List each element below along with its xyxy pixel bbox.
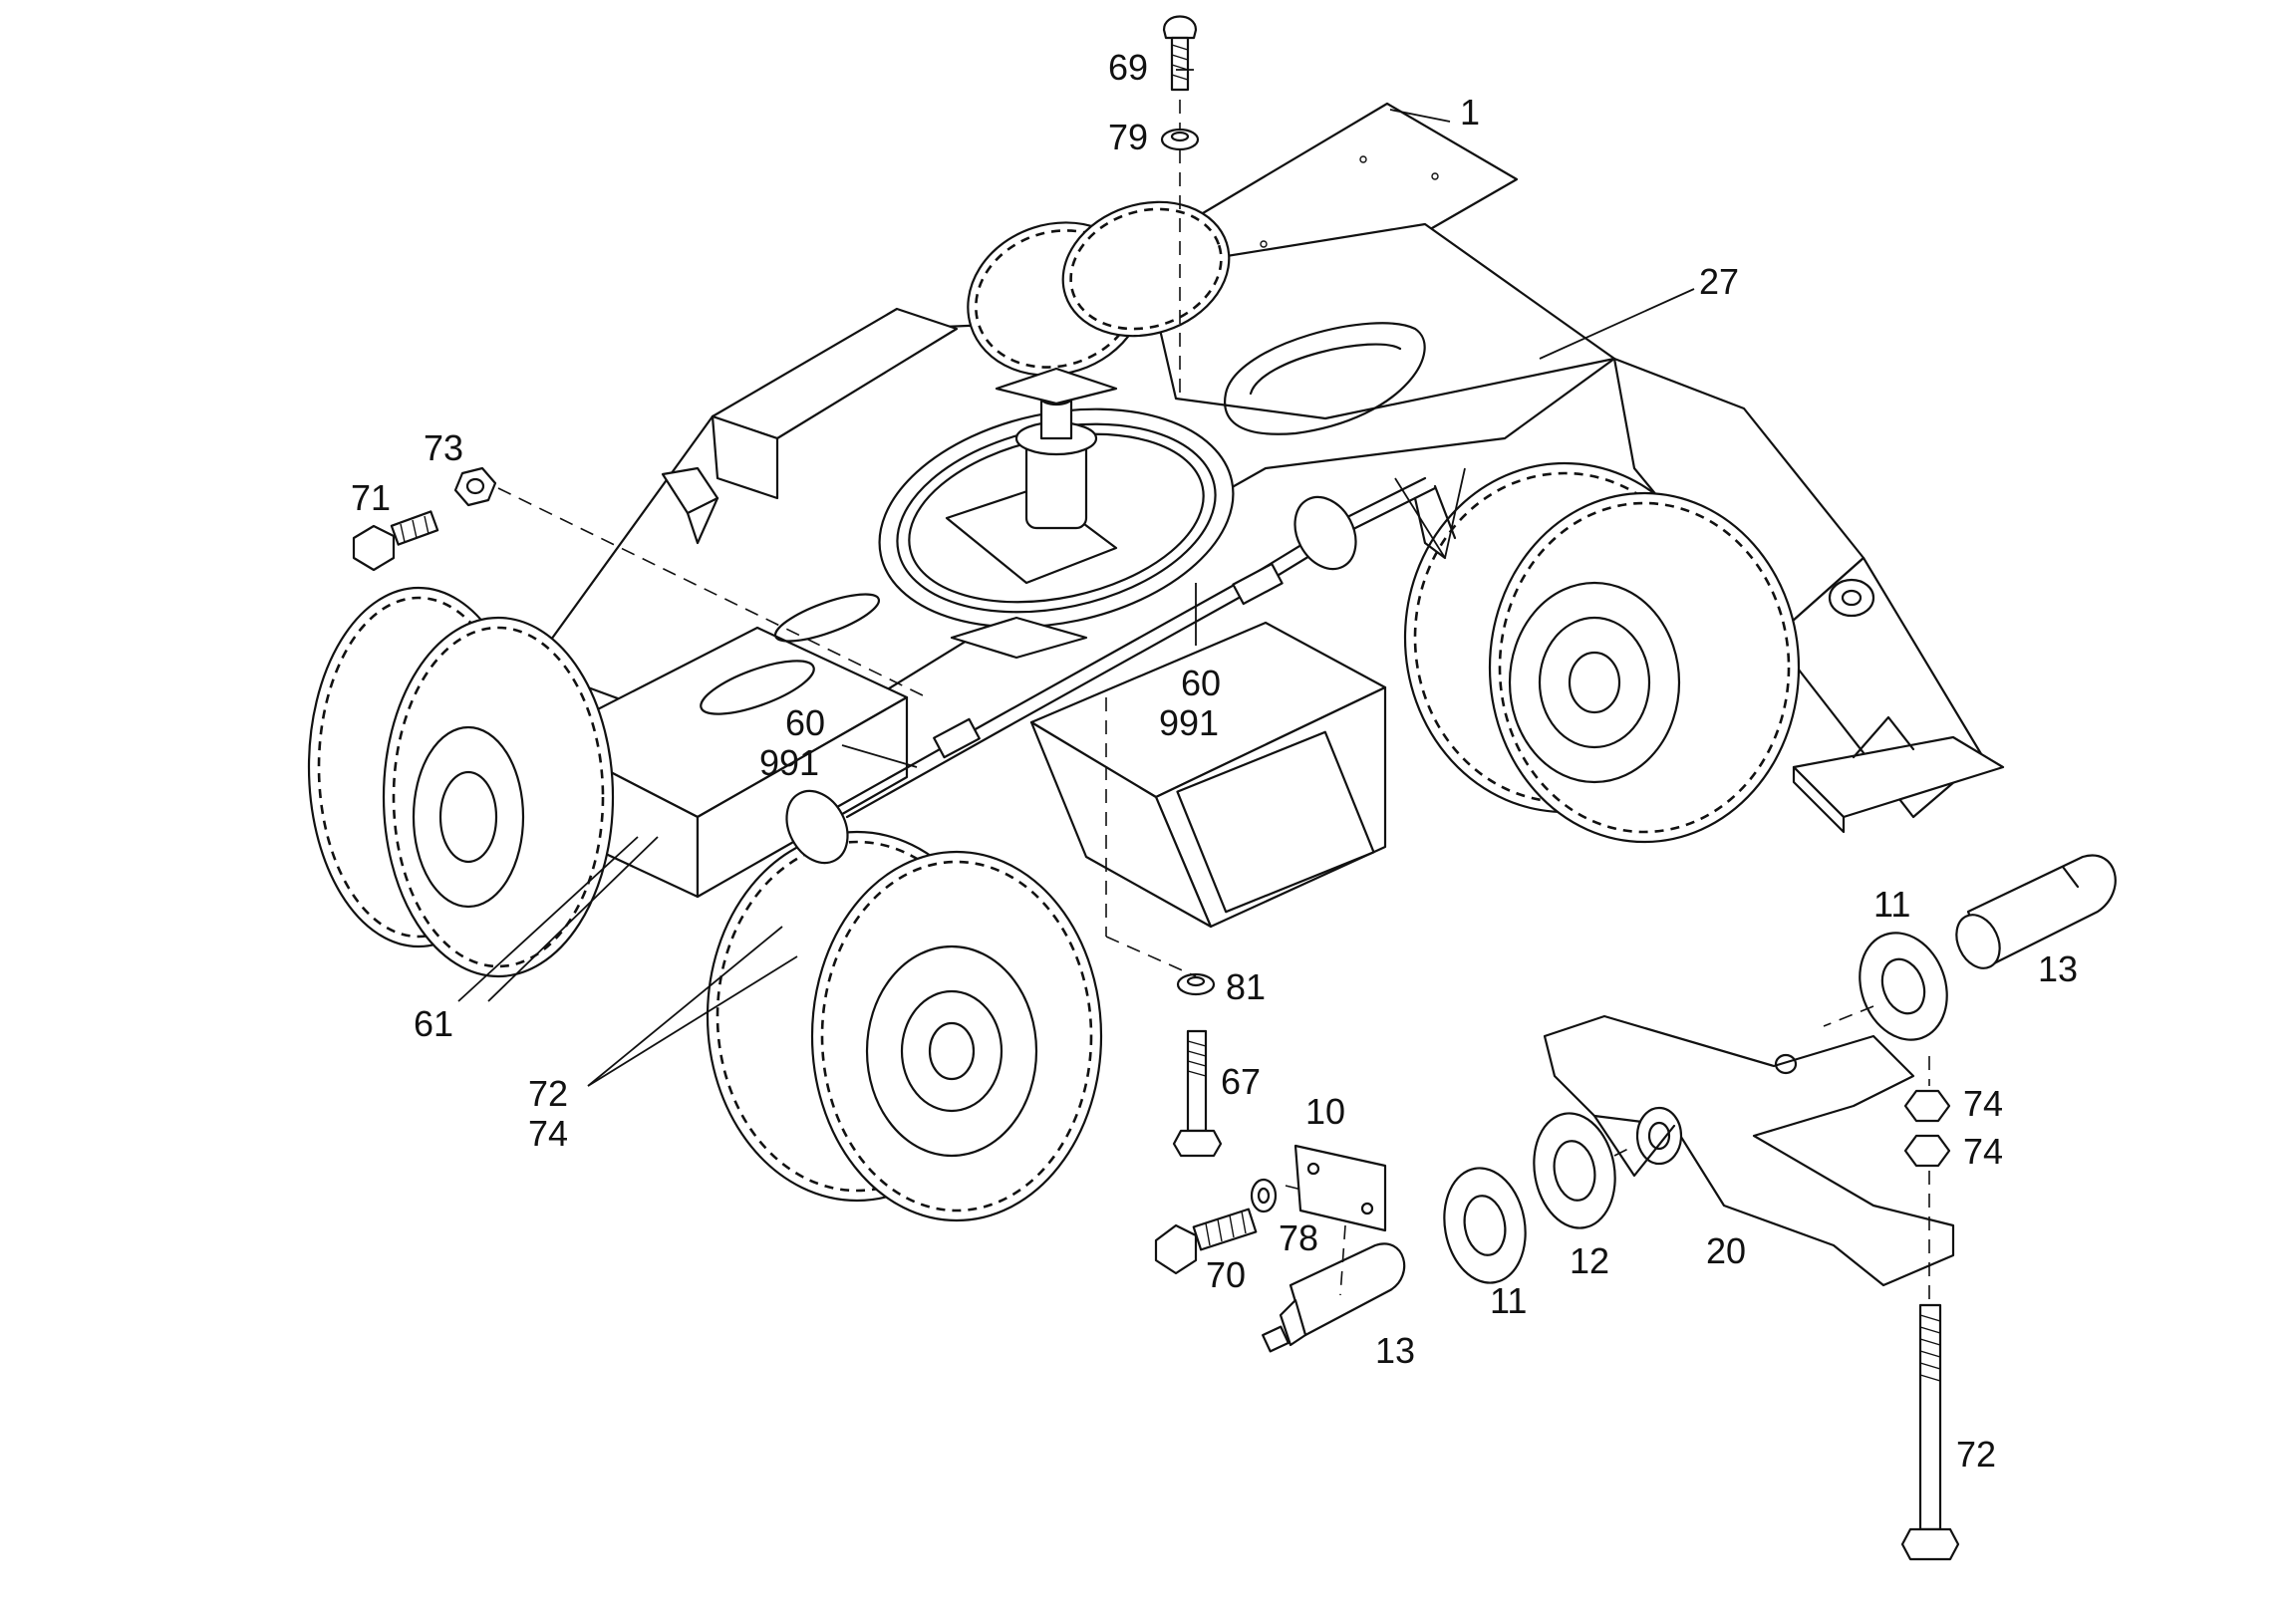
washer-11-right	[1859, 932, 1948, 1041]
washer-78	[1250, 1178, 1278, 1214]
front-left-tires	[307, 586, 615, 978]
leader-lines	[457, 69, 1695, 1087]
spacer-ring-12	[1533, 1112, 1616, 1229]
callout-74-left: 74	[528, 1113, 568, 1154]
nut-74-upper	[1903, 1089, 1951, 1123]
callout-73: 73	[424, 427, 463, 468]
callout-70: 70	[1206, 1254, 1246, 1295]
pin-13-right	[1955, 854, 2117, 969]
bolt-67	[1172, 1029, 1223, 1158]
callout-72-right: 72	[1956, 1434, 1996, 1475]
chassis-frame	[536, 222, 2005, 929]
callout-1: 1	[1460, 92, 1480, 133]
callout-11-left: 11	[1490, 1280, 1527, 1321]
callout-991-left: 991	[759, 742, 819, 783]
callout-72-left: 72	[528, 1073, 568, 1114]
callout-67: 67	[1221, 1061, 1261, 1102]
callout-81: 81	[1226, 966, 1266, 1007]
callout-60-left: 60	[785, 702, 825, 743]
callout-71: 71	[351, 477, 391, 518]
callout-74-lower: 74	[1963, 1131, 2003, 1172]
callout-12: 12	[1570, 1240, 1609, 1281]
callout-11-right: 11	[1873, 884, 1910, 925]
bolt-70	[1154, 1208, 1258, 1275]
drive-shaft	[785, 476, 1457, 865]
slewing-ring	[878, 367, 1235, 660]
callout-labels: 1 27 69 79 73 71 60 991 60 991 61 72 74 …	[351, 47, 2078, 1475]
rear-left-tires	[967, 200, 1231, 377]
callout-78: 78	[1279, 1217, 1318, 1258]
washer-81	[1176, 972, 1216, 996]
callout-69: 69	[1108, 47, 1148, 88]
callout-61: 61	[414, 1003, 453, 1044]
bolt-69	[1162, 15, 1198, 92]
assembly-lines	[497, 100, 1930, 1300]
pin-13-left	[1262, 1242, 1406, 1353]
callout-10: 10	[1305, 1091, 1345, 1132]
callout-60-right: 60	[1181, 663, 1221, 703]
nut-73	[453, 466, 497, 507]
pivot-bracket-20	[1543, 1014, 1955, 1287]
callout-13-left: 13	[1375, 1330, 1415, 1371]
callout-20: 20	[1706, 1230, 1746, 1271]
nut-74-lower	[1903, 1134, 1951, 1168]
callout-79: 79	[1108, 117, 1148, 157]
bolt-72-long	[1900, 1303, 1960, 1561]
washer-11-left	[1443, 1167, 1527, 1284]
front-right-tires	[706, 830, 1103, 1222]
callout-74-upper: 74	[1963, 1083, 2003, 1124]
washer-79	[1160, 128, 1200, 151]
callout-991-right: 991	[1159, 702, 1219, 743]
callout-13-right: 13	[2038, 948, 2078, 989]
rear-right-tires	[1403, 461, 1801, 844]
callout-27: 27	[1699, 261, 1739, 302]
bolt-71	[352, 510, 439, 572]
